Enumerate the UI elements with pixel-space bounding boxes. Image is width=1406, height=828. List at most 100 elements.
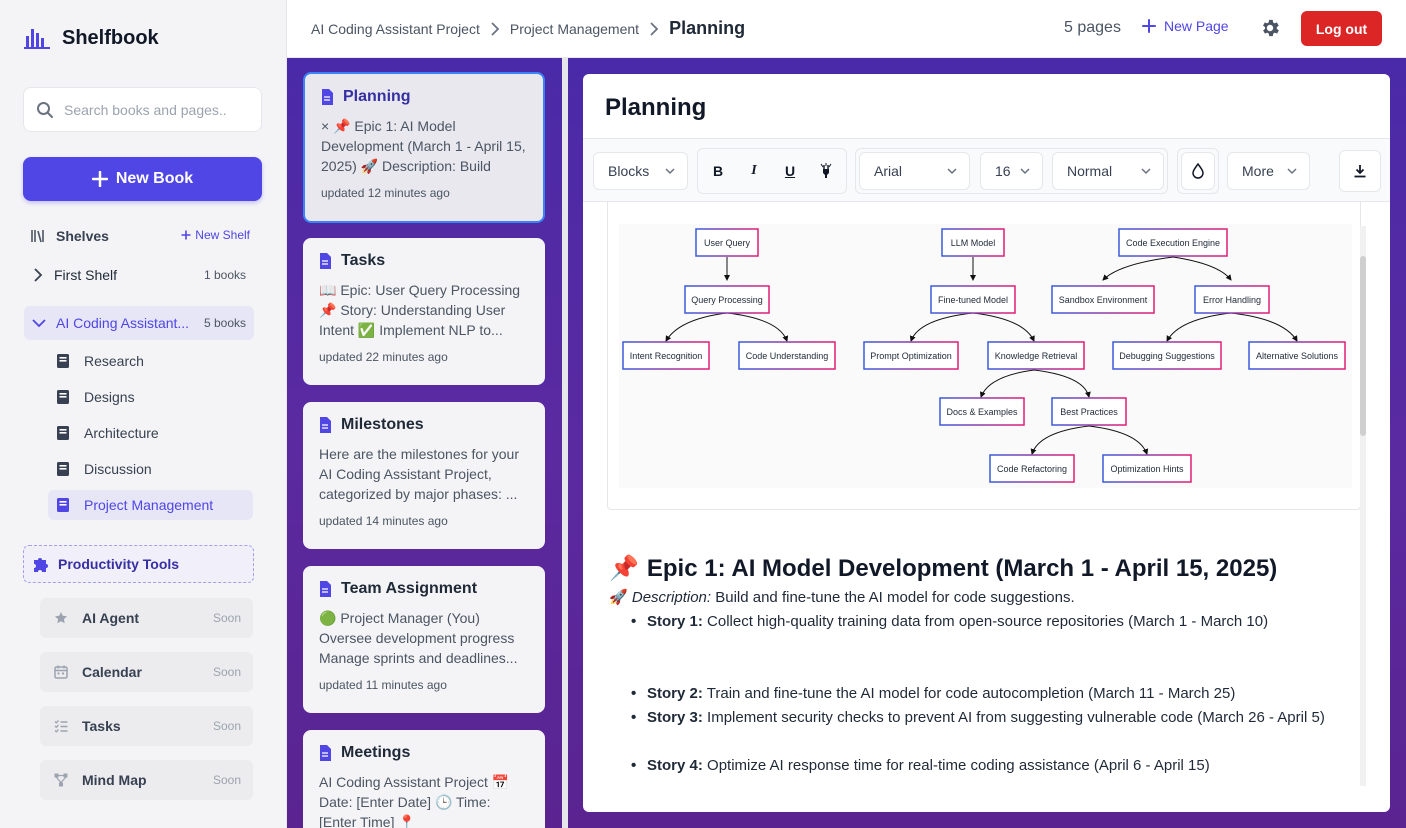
droplet-icon bbox=[1192, 163, 1204, 179]
blocks-dropdown[interactable]: Blocks bbox=[593, 152, 688, 190]
productivity-tools-header[interactable]: Productivity Tools bbox=[23, 545, 254, 583]
checklist-icon bbox=[54, 720, 68, 733]
bold-button[interactable]: B bbox=[712, 163, 724, 179]
diagram-nodes bbox=[622, 228, 1346, 483]
page-title[interactable]: Planning bbox=[605, 94, 707, 121]
page-card-team-assignment[interactable]: Team Assignment 🟢 Project Manager (You) … bbox=[303, 566, 545, 713]
page-card-excerpt: AI Coding Assistant Project 📅 Date: [Ent… bbox=[319, 774, 510, 828]
tool-mind-map[interactable]: Mind Map Soon bbox=[40, 760, 253, 800]
diagram-node-label: Query Processing bbox=[691, 295, 763, 305]
document-icon bbox=[320, 417, 331, 433]
search-box[interactable] bbox=[23, 87, 262, 132]
chevron-down-icon bbox=[1141, 168, 1151, 175]
underline-button[interactable]: U bbox=[784, 163, 796, 179]
page-card-milestones[interactable]: Milestones Here are the milestones for y… bbox=[303, 402, 545, 549]
rocket-icon: 🚀 bbox=[609, 589, 628, 606]
shelf-label: AI Coding Assistant... bbox=[56, 315, 190, 331]
breadcrumb-book[interactable]: Project Management bbox=[509, 20, 640, 37]
shelves-title: Shelves bbox=[56, 228, 109, 244]
text-color-button[interactable] bbox=[1181, 152, 1215, 190]
chevron-right-icon bbox=[34, 268, 43, 282]
bar-chart-logo-icon bbox=[24, 29, 50, 49]
logout-button[interactable]: Log out bbox=[1301, 11, 1382, 46]
font-size-dropdown[interactable]: 16 bbox=[980, 152, 1043, 190]
new-shelf-label: New Shelf bbox=[195, 228, 250, 242]
new-shelf-button[interactable]: New Shelf bbox=[181, 228, 250, 242]
app-name: Shelfbook bbox=[62, 26, 159, 49]
font-family-dropdown[interactable]: Arial bbox=[859, 152, 970, 190]
page-card-planning[interactable]: Planning × 📌 Epic 1: AI Model Developmen… bbox=[303, 72, 545, 223]
editor-toolbar: Blocks B I U Arial 16 Normal bbox=[583, 138, 1390, 202]
puzzle-icon bbox=[34, 558, 48, 572]
tool-label: Calendar bbox=[82, 664, 142, 680]
format-button-group: B I U bbox=[697, 148, 847, 194]
diagram-node bbox=[1112, 341, 1222, 370]
diagram-svg: User Query LLM Model Code Execution Engi… bbox=[622, 220, 1346, 483]
diagram-node-label: Docs & Examples bbox=[946, 407, 1018, 417]
star-icon bbox=[55, 612, 67, 624]
document-content[interactable]: User Query LLM Model Code Execution Engi… bbox=[583, 202, 1390, 812]
book-item-architecture[interactable]: Architecture bbox=[48, 418, 253, 448]
tool-ai-agent[interactable]: AI Agent Soon bbox=[40, 598, 253, 638]
diagram-node-label: Prompt Optimization bbox=[870, 351, 952, 361]
highlight-button[interactable] bbox=[808, 152, 844, 190]
diagram-node-label: Optimization Hints bbox=[1110, 464, 1184, 474]
pages-count: 5 pages bbox=[1064, 19, 1121, 36]
settings-button[interactable] bbox=[1259, 17, 1281, 44]
book-item-research[interactable]: Research bbox=[48, 346, 253, 376]
search-icon bbox=[37, 101, 53, 118]
diagram-node bbox=[1248, 341, 1346, 370]
new-page-button[interactable]: New Page bbox=[1142, 18, 1229, 34]
tool-calendar[interactable]: Calendar Soon bbox=[40, 652, 253, 692]
diagram-node-label: Code Execution Engine bbox=[1126, 238, 1220, 248]
tool-tasks[interactable]: Tasks Soon bbox=[40, 706, 253, 746]
search-input[interactable] bbox=[64, 101, 244, 118]
document-scrollbar[interactable] bbox=[1360, 226, 1366, 786]
diagram-block[interactable]: User Query LLM Model Code Execution Engi… bbox=[607, 202, 1361, 510]
breadcrumb-shelf[interactable]: AI Coding Assistant Project bbox=[311, 20, 480, 37]
page-card-meetings[interactable]: Meetings AI Coding Assistant Project 📅 D… bbox=[303, 730, 545, 828]
text-style-dropdown[interactable]: Normal bbox=[1052, 152, 1164, 190]
book-label: Architecture bbox=[84, 425, 159, 441]
breadcrumb: AI Coding Assistant Project Project Mana… bbox=[311, 18, 745, 39]
book-label: Discussion bbox=[84, 461, 152, 477]
shelf-item-ai-coding-assistant[interactable]: AI Coding Assistant... 5 books bbox=[24, 306, 254, 340]
book-icon bbox=[57, 354, 69, 368]
diagram-node bbox=[684, 285, 770, 314]
page-editor: Planning Blocks B I U Arial 16 N bbox=[583, 74, 1390, 812]
chevron-down-icon bbox=[1020, 168, 1030, 175]
more-dropdown[interactable]: More bbox=[1227, 152, 1310, 190]
download-button[interactable] bbox=[1339, 150, 1381, 192]
diagram-node bbox=[939, 397, 1025, 426]
story-item: Story 2: Train and fine-tune the AI mode… bbox=[631, 682, 1361, 706]
book-item-discussion[interactable]: Discussion bbox=[48, 454, 253, 484]
scrollbar-thumb[interactable] bbox=[1360, 256, 1366, 436]
book-icon bbox=[57, 390, 69, 404]
book-item-project-management[interactable]: Project Management bbox=[48, 490, 253, 520]
page-list-scrollbar[interactable] bbox=[562, 58, 568, 828]
book-icon bbox=[57, 462, 69, 476]
page-card-tasks[interactable]: Tasks 📖 Epic: User Query Processing 📌 St… bbox=[303, 238, 545, 385]
new-book-button[interactable]: New Book bbox=[23, 157, 262, 201]
chevron-right-icon bbox=[491, 21, 500, 36]
book-label: Project Management bbox=[84, 497, 214, 513]
highlighter-icon bbox=[820, 163, 832, 178]
document-icon bbox=[320, 745, 331, 761]
soon-badge: Soon bbox=[212, 773, 241, 787]
book-item-designs[interactable]: Designs bbox=[48, 382, 253, 412]
app-logo[interactable]: Shelfbook bbox=[24, 26, 159, 50]
shelf-label: First Shelf bbox=[54, 267, 118, 283]
top-header: AI Coding Assistant Project Project Mana… bbox=[287, 0, 1406, 58]
epic-heading: 📌 Epic 1: AI Model Development (March 1 … bbox=[609, 554, 1277, 583]
diagram-node-label: LLM Model bbox=[951, 238, 996, 248]
productivity-tools-title: Productivity Tools bbox=[58, 556, 180, 572]
plus-icon bbox=[91, 171, 108, 187]
diagram-node-label: Fine-tuned Model bbox=[938, 295, 1008, 305]
shelf-item-first-shelf[interactable]: First Shelf 1 books bbox=[24, 258, 254, 292]
italic-button[interactable]: I bbox=[751, 163, 757, 178]
diagram-node-label: Error Handling bbox=[1203, 295, 1261, 305]
diagram-node-label: Debugging Suggestions bbox=[1119, 351, 1215, 361]
epic-title-text: Epic 1: AI Model Development (March 1 - … bbox=[646, 554, 1278, 582]
diagram-node bbox=[941, 228, 1005, 257]
book-label: Designs bbox=[84, 389, 135, 405]
